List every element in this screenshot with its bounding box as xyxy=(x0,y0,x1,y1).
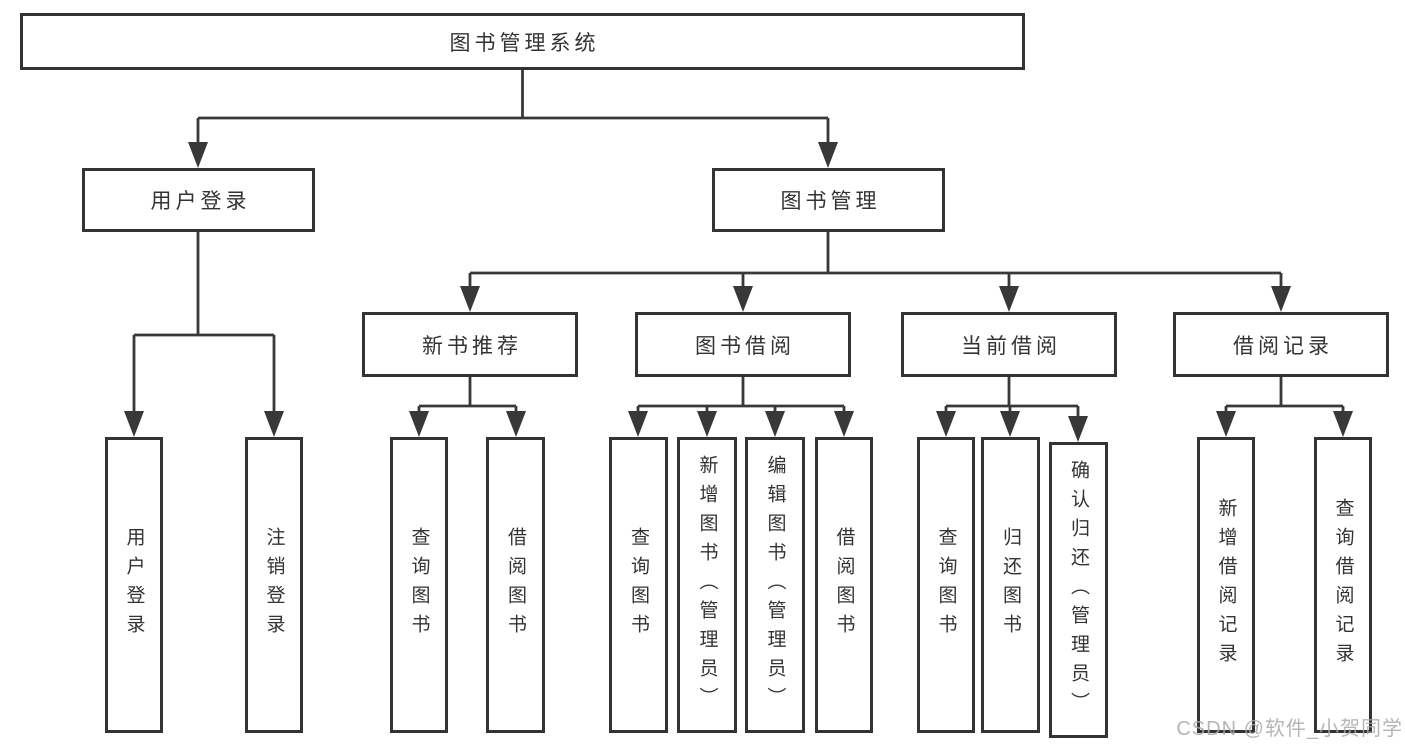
node-user-login: 用户登录 xyxy=(82,168,315,232)
node-label: 用户登录 xyxy=(150,190,251,213)
node-label: 编辑图书（管理员） xyxy=(764,454,786,716)
arrowhead xyxy=(936,411,956,437)
leaf-query-books-borrow: 查询图书 xyxy=(609,437,668,733)
arrowhead xyxy=(628,411,648,437)
leaf-return-books: 归还图书 xyxy=(981,437,1040,733)
node-library-system: 图书管理系统 xyxy=(20,13,1025,70)
node-label: 借阅图书 xyxy=(505,527,526,643)
node-label: 查询图书 xyxy=(935,527,957,643)
arrowhead-group xyxy=(124,142,1353,442)
arrowhead xyxy=(765,411,785,437)
connector-current-fork xyxy=(944,377,1080,420)
connector-root-fork xyxy=(196,70,830,146)
node-label: 新增借阅记录 xyxy=(1215,498,1237,672)
node-borrowing-records: 借阅记录 xyxy=(1173,312,1389,377)
node-new-book-recommend: 新书推荐 xyxy=(362,312,578,377)
arrowhead xyxy=(1333,411,1353,437)
node-label: 借阅图书 xyxy=(833,527,855,643)
leaf-confirm-return-admin: 确认归还（管理员） xyxy=(1049,442,1108,738)
arrowhead xyxy=(1000,411,1020,437)
arrowhead xyxy=(1271,286,1291,312)
node-label: 当前借阅 xyxy=(961,334,1061,358)
arrowhead xyxy=(124,411,144,437)
node-label: 图书管理 xyxy=(780,190,881,213)
arrowhead xyxy=(697,411,717,437)
connector-borrow-fork xyxy=(636,377,846,415)
node-label: 注销登录 xyxy=(263,527,285,643)
connector-newbook-fork xyxy=(417,377,518,415)
leaf-edit-books-admin: 编辑图书（管理员） xyxy=(745,437,805,733)
leaf-user-login: 用户登录 xyxy=(105,437,163,733)
leaf-borrow-books-recommend: 借阅图书 xyxy=(486,437,545,733)
node-label: 图书管理系统 xyxy=(449,31,600,55)
node-label: 归还图书 xyxy=(1000,527,1021,643)
leaf-add-books-admin: 新增图书（管理员） xyxy=(677,437,737,733)
connector-bookmgmt-fork xyxy=(468,232,1283,291)
node-label: 新书推荐 xyxy=(422,334,522,358)
leaf-query-books-recommend: 查询图书 xyxy=(390,437,448,733)
leaf-query-borrow-record: 查询借阅记录 xyxy=(1314,437,1372,733)
arrowhead xyxy=(834,411,854,437)
arrowhead xyxy=(733,286,753,312)
arrowhead xyxy=(409,411,429,437)
arrowhead xyxy=(1216,411,1236,437)
node-book-borrowing: 图书借阅 xyxy=(635,312,851,377)
node-label: 查询借阅记录 xyxy=(1332,498,1354,672)
node-label: 用户登录 xyxy=(123,527,145,643)
node-book-management: 图书管理 xyxy=(712,168,945,232)
node-label: 新增图书（管理员） xyxy=(696,454,718,716)
leaf-add-borrow-record: 新增借阅记录 xyxy=(1197,437,1255,733)
node-current-borrowing: 当前借阅 xyxy=(901,312,1117,377)
node-label: 查询图书 xyxy=(408,527,430,643)
csdn-watermark: CSDN @软件_小贺同学 xyxy=(1176,718,1403,740)
leaf-borrow-books: 借阅图书 xyxy=(815,437,873,733)
node-label: 借阅记录 xyxy=(1233,334,1333,358)
arrowhead xyxy=(506,411,526,437)
leaf-query-books-current: 查询图书 xyxy=(917,437,975,733)
arrowhead xyxy=(1068,416,1088,442)
arrowhead xyxy=(460,286,480,312)
node-label: 确认归还（管理员） xyxy=(1068,459,1089,721)
connector-records-fork xyxy=(1224,377,1345,415)
arrowhead xyxy=(264,411,284,437)
node-label: 查询图书 xyxy=(628,527,649,643)
arrowhead xyxy=(188,142,208,168)
node-label: 图书借阅 xyxy=(695,334,795,358)
leaf-logout: 注销登录 xyxy=(245,437,303,733)
connector-userlogin-fork xyxy=(132,232,276,415)
arrowhead xyxy=(999,286,1019,312)
arrowhead xyxy=(818,142,838,168)
